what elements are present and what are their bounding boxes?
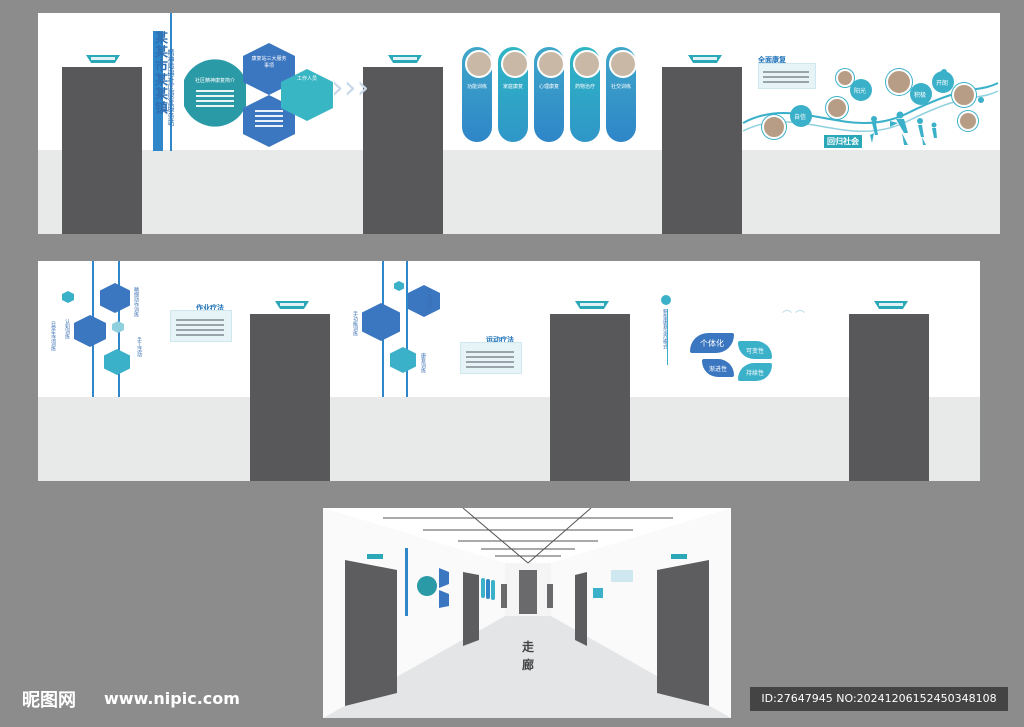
left-label: 日常生活训练 <box>50 321 56 351</box>
vertical-rule <box>406 261 408 397</box>
photo-circle <box>762 115 786 139</box>
photo-circle <box>826 97 848 119</box>
bubble-confident <box>790 105 812 127</box>
left-label: 精细动作训练 <box>133 287 139 317</box>
wall-elevation-middle: 精细动作训练 认知训练 手工活动 日常生活训练 作业疗法 手功能训练 平衡训练 … <box>38 261 980 481</box>
door-4 <box>250 314 330 481</box>
vertical-rule <box>667 309 668 365</box>
bubble-cheerful-label: 开朗 <box>936 80 949 87</box>
chevron-right-icon: ››› <box>331 68 370 106</box>
hex-intro-text <box>196 87 234 110</box>
bubble-positive-label: 积极 <box>914 92 927 99</box>
occupational-text-card <box>170 310 232 342</box>
running-people-icon <box>870 111 937 145</box>
corridor-label: 走廊 <box>521 640 534 672</box>
exercise-text-card <box>460 342 522 374</box>
door-sign <box>575 301 609 309</box>
door-sign <box>874 301 908 309</box>
hex-intro <box>184 59 246 127</box>
corridor-perspective: 走廊 <box>323 508 731 718</box>
hex-photo <box>104 349 130 375</box>
hex-services-label: 康复站三大服务事项 <box>251 56 287 69</box>
leaf-variability: 可变性 <box>738 341 772 359</box>
watermark-url: www.nipic.com <box>104 689 240 708</box>
mid-label: 平衡训练 <box>426 289 432 309</box>
wave-lines <box>742 82 999 133</box>
wall-elevation-top: 某某市某某镇 精神障碍社区康复服务站 社区精神康复简介 康复站三大服务事项 工作… <box>38 13 1000 234</box>
photo-circle <box>886 69 912 95</box>
photo-circle <box>836 69 854 87</box>
bubble-positive <box>910 83 932 105</box>
rehab-text-card <box>758 63 816 89</box>
door-sign <box>275 301 309 309</box>
page-title: 某某市某某镇 <box>152 31 167 115</box>
hex-decor <box>112 321 124 333</box>
bubble-sunshine-label: 阳光 <box>854 88 867 95</box>
leaf-progressive: 渐进性 <box>702 359 734 377</box>
page-subtitle: 精神障碍社区康复服务站 <box>167 49 175 126</box>
bubble-confident-label: 自信 <box>794 114 807 121</box>
birds-icon: ⌒ ⌒ <box>782 311 806 322</box>
hex-photo <box>362 303 400 341</box>
left-label: 手工活动 <box>136 337 142 357</box>
title-bar <box>153 31 163 151</box>
leaf-continuous: 持续性 <box>738 363 772 381</box>
hex-decor <box>62 291 74 303</box>
title-bar-thin <box>170 13 172 151</box>
door-3 <box>662 67 742 234</box>
logo-icon <box>661 295 671 305</box>
watermark-logo: 昵图网 <box>22 690 76 711</box>
hex-photo <box>100 283 130 313</box>
return-society-label: 回归社会 <box>824 135 862 148</box>
watermark-id: ID:27647945 NO:20241206152450348108 <box>750 687 1008 711</box>
occupational-title: 作业疗法 <box>196 304 224 312</box>
floor-band <box>38 397 980 481</box>
hex-photo <box>390 347 416 373</box>
leaf-individualized: 个体化 <box>690 333 734 353</box>
hex-decor <box>394 281 404 291</box>
mode-vertical-label: 新型康复治疗模式 <box>662 309 668 349</box>
hex-services-2-text <box>255 107 283 130</box>
pill-medication: 药物治疗 <box>570 47 601 142</box>
dot-decor <box>941 69 947 75</box>
mid-label: 康复训练 <box>420 353 426 373</box>
door-sign <box>688 55 722 63</box>
hex-intro-label: 社区精神康复简介 <box>194 78 235 84</box>
door-5 <box>550 314 630 481</box>
door-6 <box>849 314 929 481</box>
mid-label: 手功能训练 <box>352 311 358 336</box>
photo-circle <box>952 83 976 107</box>
rehab-title: 全面康复 <box>758 56 786 64</box>
door-sign <box>388 55 422 63</box>
pill-function: 功能训练 <box>462 47 493 142</box>
corridor-render <box>323 508 731 718</box>
hex-photo <box>74 315 106 347</box>
door-1 <box>62 67 142 234</box>
door-2 <box>363 67 443 234</box>
dot-decor <box>978 97 984 103</box>
hex-staff-label: 工作人员 <box>296 76 317 82</box>
photo-circle <box>958 111 978 131</box>
pill-psych: 心理康复 <box>534 47 565 142</box>
floor-band <box>38 150 1000 234</box>
pill-family: 家庭康复 <box>498 47 529 142</box>
bubble-sunshine <box>850 79 872 101</box>
door-sign <box>86 55 120 63</box>
bubble-cheerful <box>932 71 954 93</box>
pill-social: 社交训练 <box>606 47 637 142</box>
left-label: 认知训练 <box>64 319 70 339</box>
hex-photo <box>408 285 440 317</box>
exercise-title: 运动疗法 <box>486 336 514 344</box>
